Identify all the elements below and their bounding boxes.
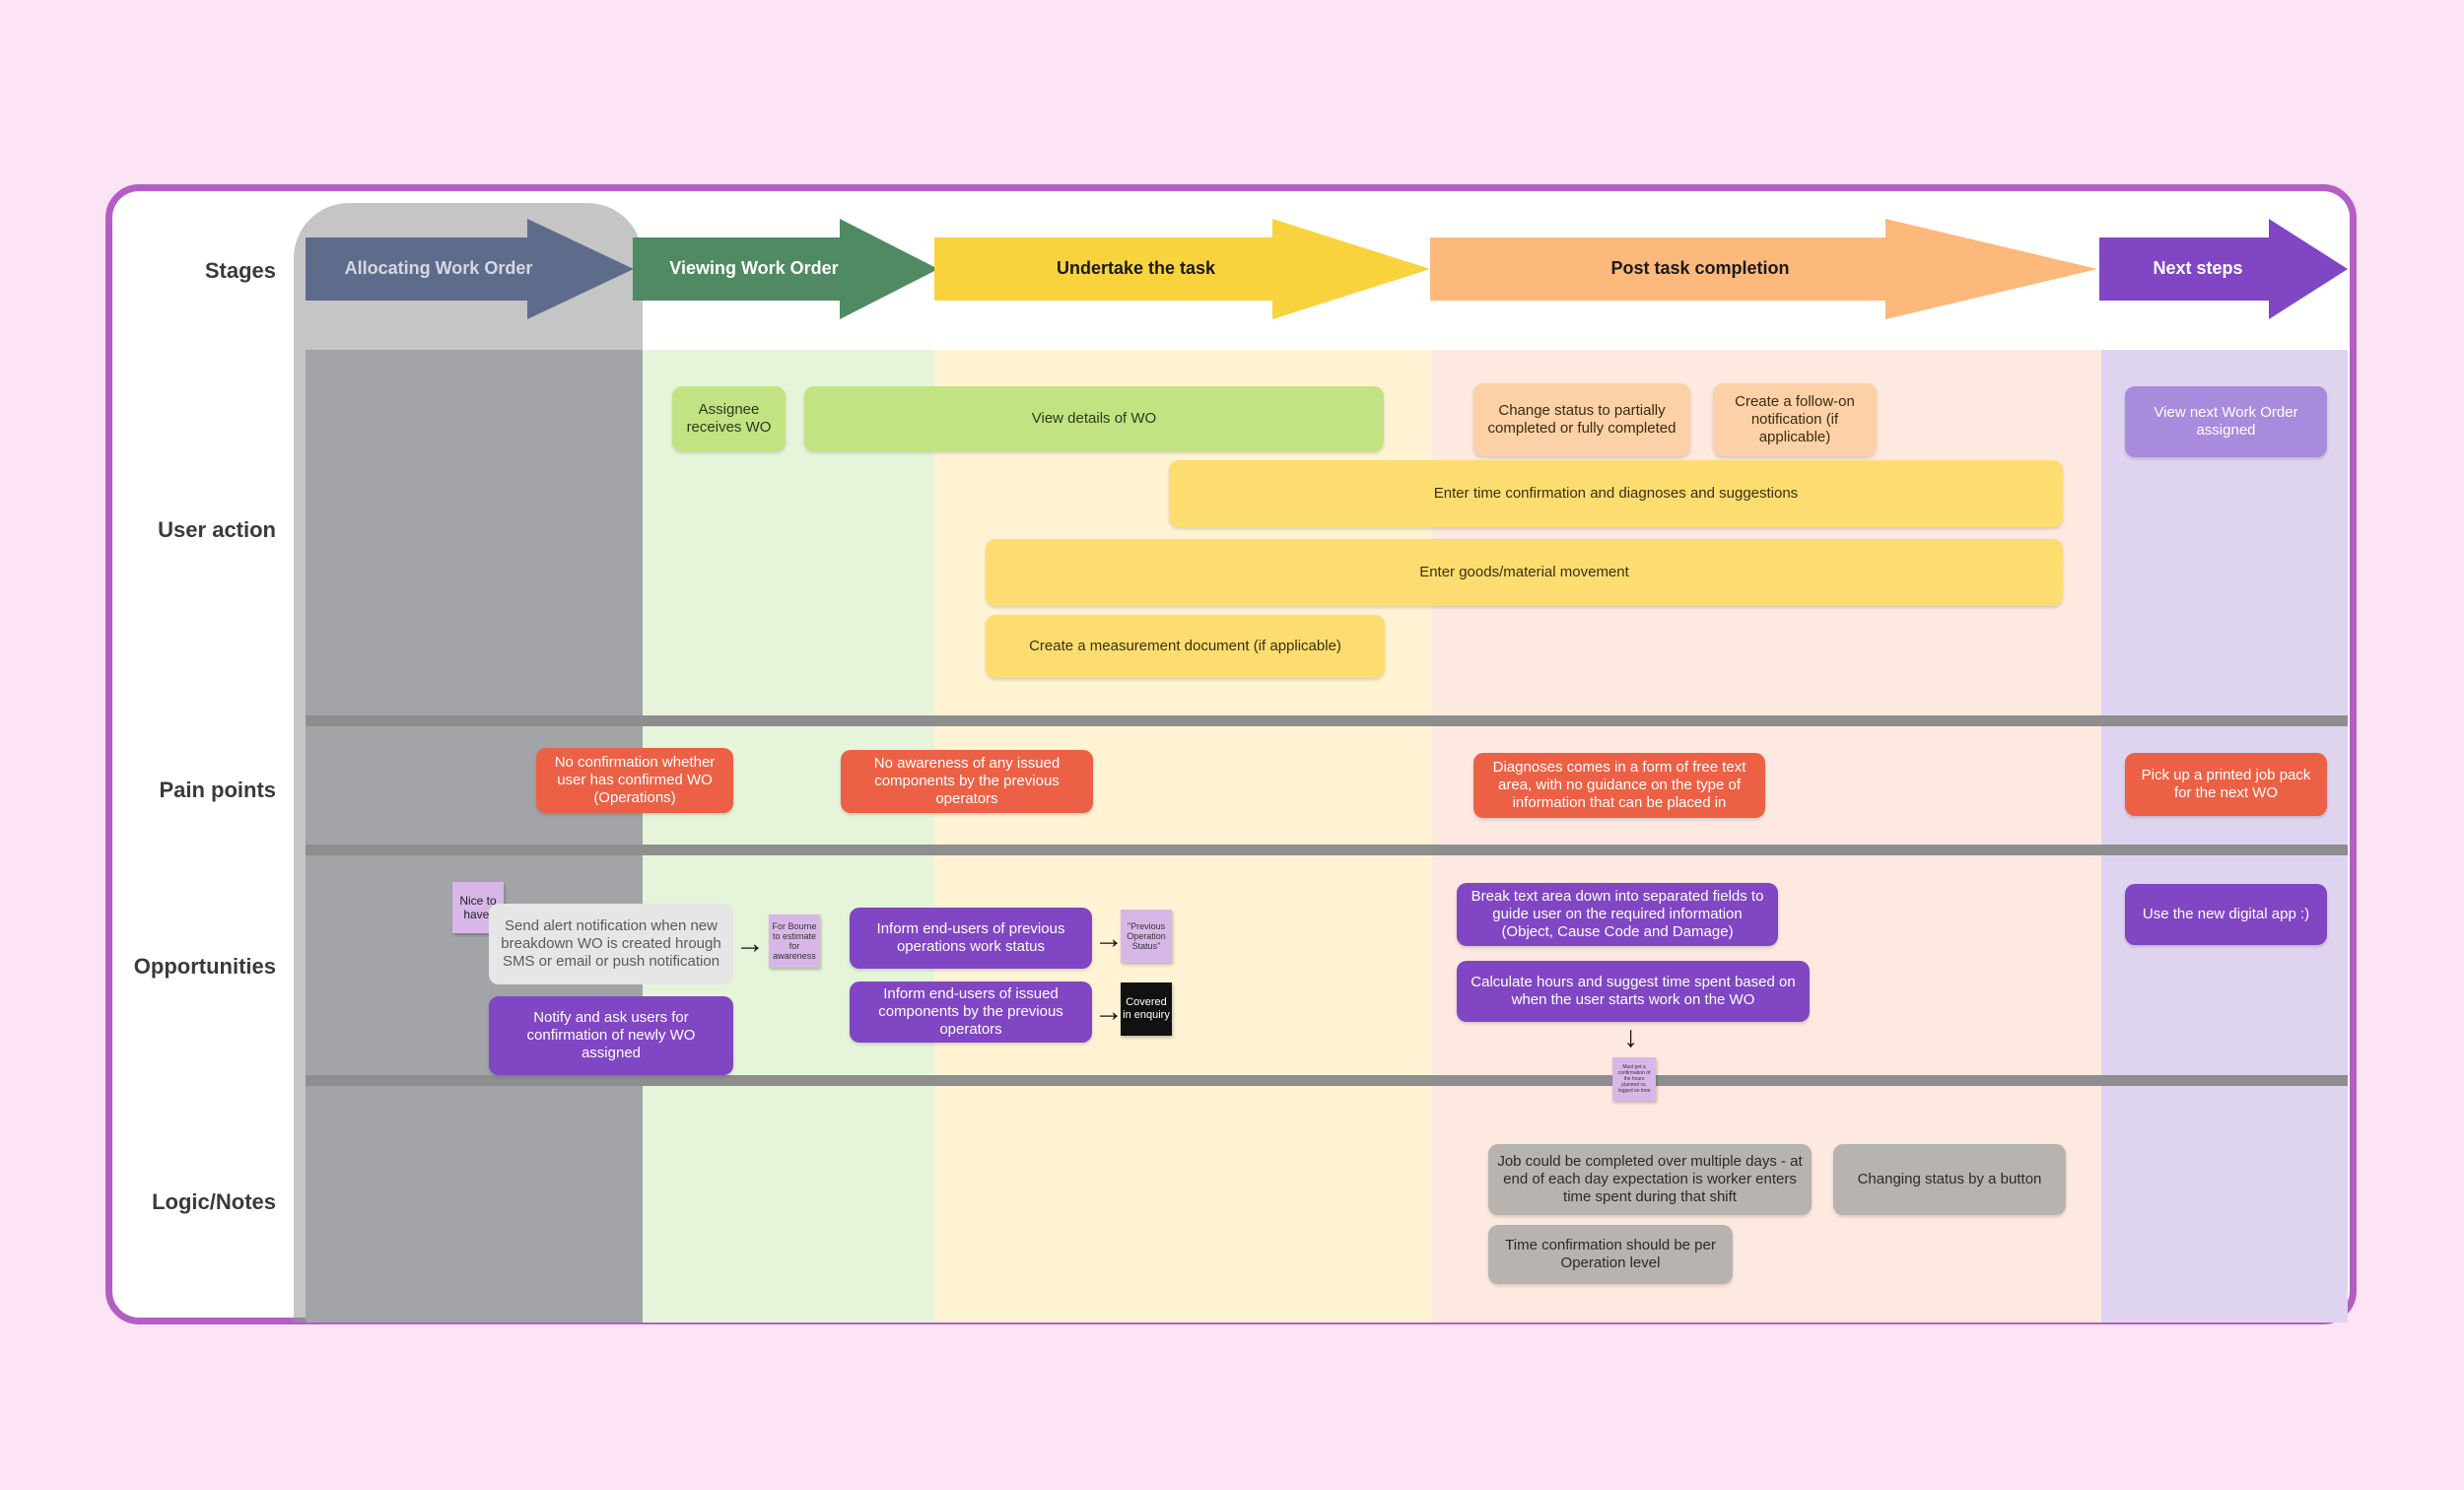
stage-arrow-next: [2099, 219, 2348, 319]
card-goods-movement[interactable]: Enter goods/material movement: [986, 539, 2063, 606]
stage-label-next: Next steps: [2153, 258, 2243, 278]
arrow-right-icon: →: [735, 927, 765, 960]
card-note-multiple-days[interactable]: Job could be completed over multiple day…: [1488, 1144, 1812, 1215]
arrow-right-icon: →: [1094, 995, 1124, 1028]
card-pain-no-awareness[interactable]: No awareness of any issued components by…: [841, 750, 1093, 813]
arrow-right-icon: →: [1094, 922, 1124, 955]
sticky-previous-op-status: "Previous Operation Status": [1121, 910, 1172, 963]
card-break-text[interactable]: Break text area down into separated fiel…: [1457, 883, 1778, 946]
sticky-covered-enquiry: Covered in enquiry: [1121, 982, 1172, 1036]
lane-viewing: [643, 350, 934, 1322]
card-inform-issued[interactable]: Inform end-users of issued components by…: [850, 982, 1092, 1043]
card-view-details[interactable]: View details of WO: [804, 386, 1384, 451]
sticky-hours-note: Must get a confirmation of the hours pla…: [1612, 1057, 1656, 1101]
stage-arrow-viewing: [633, 219, 938, 319]
card-notify-ask[interactable]: Notify and ask users for confirmation of…: [489, 996, 733, 1075]
stage-label-viewing: Viewing Work Order: [669, 258, 839, 278]
divider-opp-notes: [306, 1075, 2348, 1086]
row-label-stages: Stages: [204, 258, 276, 283]
card-calculate-hours[interactable]: Calculate hours and suggest time spent b…: [1457, 961, 1810, 1022]
card-inform-status[interactable]: Inform end-users of previous operations …: [850, 908, 1092, 969]
card-use-app[interactable]: Use the new digital app :): [2125, 884, 2327, 945]
card-change-status[interactable]: Change status to partially completed or …: [1473, 383, 1690, 456]
arrow-down-icon: ↓: [1623, 1021, 1638, 1053]
card-note-operation-level[interactable]: Time confirmation should be per Operatio…: [1488, 1225, 1733, 1284]
divider-pain-opp: [306, 845, 2348, 855]
card-measurement-doc[interactable]: Create a measurement document (if applic…: [986, 615, 1385, 678]
card-send-alert[interactable]: Send alert notification when new breakdo…: [489, 904, 733, 984]
stage-label-undertake: Undertake the task: [1056, 258, 1216, 278]
stage-label-allocating: Allocating Work Order: [344, 258, 533, 278]
card-pain-printed-pack[interactable]: Pick up a printed job pack for the next …: [2125, 753, 2327, 816]
card-assignee-receives[interactable]: Assignee receives WO: [672, 386, 786, 451]
stage-arrow-allocating: [306, 219, 634, 319]
card-follow-on[interactable]: Create a follow-on notification (if appl…: [1713, 383, 1877, 456]
row-label-logic-notes: Logic/Notes: [152, 1189, 276, 1214]
row-label-user-action: User action: [158, 517, 276, 542]
card-time-confirmation[interactable]: Enter time confirmation and diagnoses an…: [1169, 460, 2063, 527]
row-label-opportunities: Opportunities: [133, 954, 276, 979]
stage-arrow-undertake: [934, 219, 1430, 319]
card-pain-no-confirmation[interactable]: No confirmation whether user has confirm…: [536, 748, 733, 813]
card-view-next[interactable]: View next Work Order assigned: [2125, 386, 2327, 457]
card-note-changing-status[interactable]: Changing status by a button: [1833, 1144, 2066, 1215]
card-pain-diagnoses[interactable]: Diagnoses comes in a form of free text a…: [1473, 753, 1765, 818]
divider-user-pain: [306, 715, 2348, 726]
row-label-pain-points: Pain points: [159, 778, 276, 802]
lane-next: [2101, 350, 2348, 1322]
stage-arrow-post: [1430, 219, 2097, 319]
sticky-for-bourne: For Bourne to estimate for awareness: [769, 914, 820, 968]
stage-label-post: Post task completion: [1610, 258, 1790, 278]
